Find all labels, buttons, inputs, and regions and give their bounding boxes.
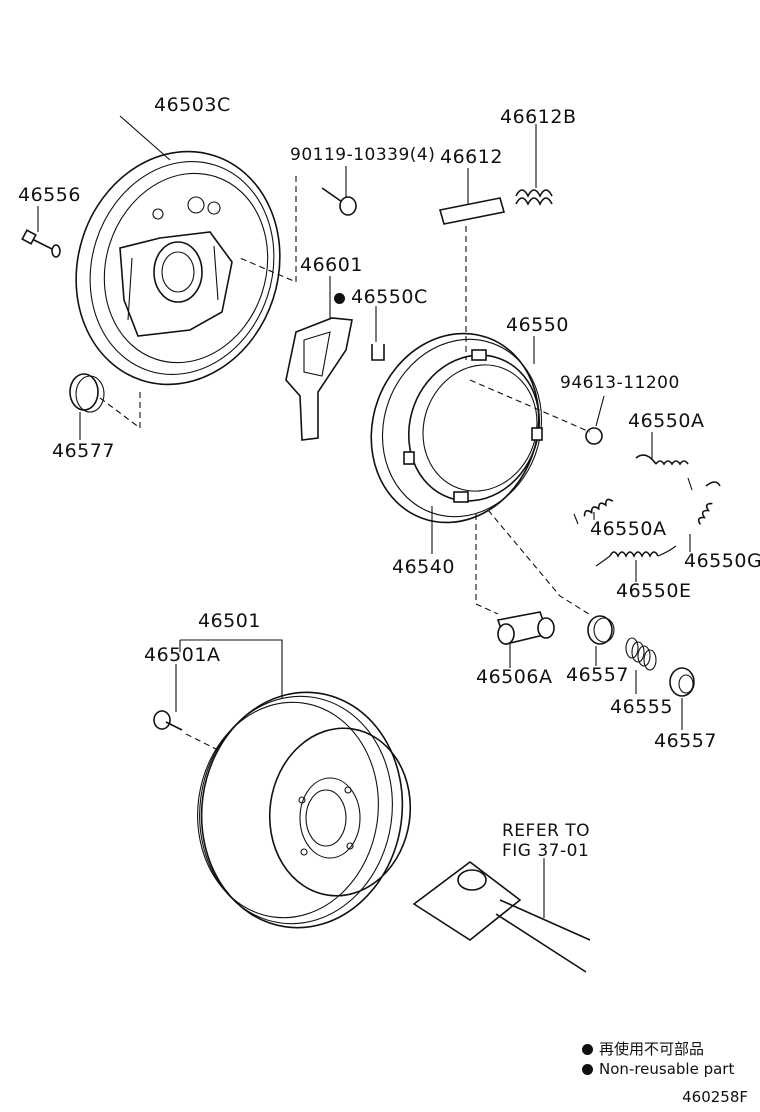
- spring-46550A-lower-drawing: [573, 498, 614, 525]
- part-label-46550E: 46550E: [616, 580, 692, 602]
- lever-46601-drawing: [285, 317, 353, 441]
- brake-shoe-drawing: [370, 332, 543, 524]
- wheel-cylinder-46506A-drawing: [496, 611, 555, 645]
- cap-46557-lower-drawing: [669, 667, 695, 697]
- legend-row-jp: 再使用不可部品: [582, 1040, 704, 1058]
- backing-plate-drawing: [75, 150, 281, 386]
- part-label-94613-11200: 94613-11200: [560, 373, 680, 393]
- spring-46555-drawing: [625, 637, 657, 671]
- spring-46612B-drawing: [515, 189, 553, 206]
- part-label-90119-10339: 90119-10339(4): [290, 145, 436, 165]
- part-label-46556: 46556: [18, 184, 81, 206]
- spring-46550A-upper-drawing: [635, 454, 693, 491]
- part-label-46601: 46601: [300, 254, 363, 276]
- part-label-46612: 46612: [440, 146, 503, 168]
- part-label-46557-upper: 46557: [566, 664, 629, 686]
- part-label-46550A-lower: 46550A: [590, 518, 667, 540]
- part-label-46612B: 46612B: [500, 106, 577, 128]
- part-label-46550C-text: 46550C: [351, 286, 428, 308]
- part-label-46501: 46501: [198, 610, 261, 632]
- washer-94613-drawing: [585, 427, 603, 445]
- refer-to-label-line2: FIG 37-01: [502, 841, 590, 861]
- legend-row-en: Non-reusable part: [582, 1060, 734, 1078]
- legend-text-jp: 再使用不可部品: [599, 1040, 705, 1058]
- legend-dot-icon: [582, 1064, 593, 1075]
- part-label-46501A: 46501A: [144, 644, 221, 666]
- part-label-46550: 46550: [506, 314, 569, 336]
- bolt-46556-drawing: [21, 229, 61, 258]
- part-label-46557-lower: 46557: [654, 730, 717, 752]
- refer-to-label-line1: REFER TO: [502, 821, 591, 841]
- non-reusable-marker-icon: [334, 293, 345, 304]
- spring-46550E-drawing: [595, 545, 677, 567]
- part-label-46550A-upper: 46550A: [628, 410, 705, 432]
- leader-94613: [595, 395, 605, 427]
- leader-46501: [180, 639, 283, 698]
- grommet-46577-drawing: [69, 373, 105, 413]
- spring-46550G-drawing: [697, 481, 721, 525]
- leader-46503C: [119, 115, 171, 161]
- legend-dot-icon: [582, 1044, 593, 1055]
- axle-shaft-drawing: [412, 860, 591, 973]
- cap-46557-upper-drawing: [587, 615, 615, 645]
- part-label-46550G: 46550G: [684, 550, 760, 572]
- bolt-90119-drawing: [321, 187, 357, 216]
- strut-46612-drawing: [438, 197, 506, 225]
- part-label-46540: 46540: [392, 556, 455, 578]
- clip-46550C-drawing: [371, 344, 385, 361]
- part-label-46550C: 46550C: [334, 286, 428, 308]
- part-label-46555: 46555: [610, 696, 673, 718]
- brake-drum-46501-drawing: [197, 691, 412, 929]
- part-label-46503C: 46503C: [154, 94, 231, 116]
- hub-bolt-46501A-drawing: [153, 710, 183, 731]
- legend-text-en: Non-reusable part: [599, 1060, 735, 1078]
- part-label-46577: 46577: [52, 440, 115, 462]
- part-label-46506A: 46506A: [476, 666, 553, 688]
- figure-id: 460258F: [682, 1088, 748, 1106]
